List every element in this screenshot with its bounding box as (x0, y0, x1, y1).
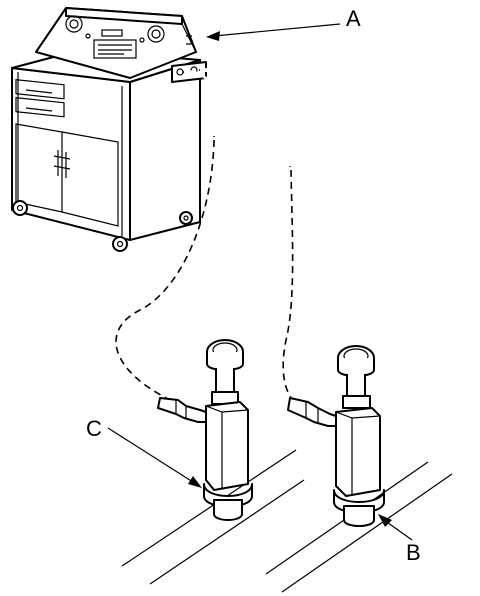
callout-b: B (378, 514, 421, 565)
jack-left (157, 339, 253, 521)
floor-rails (121, 449, 453, 593)
test-machine-cart (11, 7, 207, 252)
callout-c: C (86, 416, 202, 488)
hose-right (199, 68, 295, 403)
hose-left (115, 70, 216, 401)
jack-right (287, 345, 385, 527)
callout-a-label: A (346, 6, 361, 31)
callout-b-label: B (406, 540, 421, 565)
callout-c-label: C (86, 416, 102, 441)
callout-a: A (206, 6, 361, 41)
